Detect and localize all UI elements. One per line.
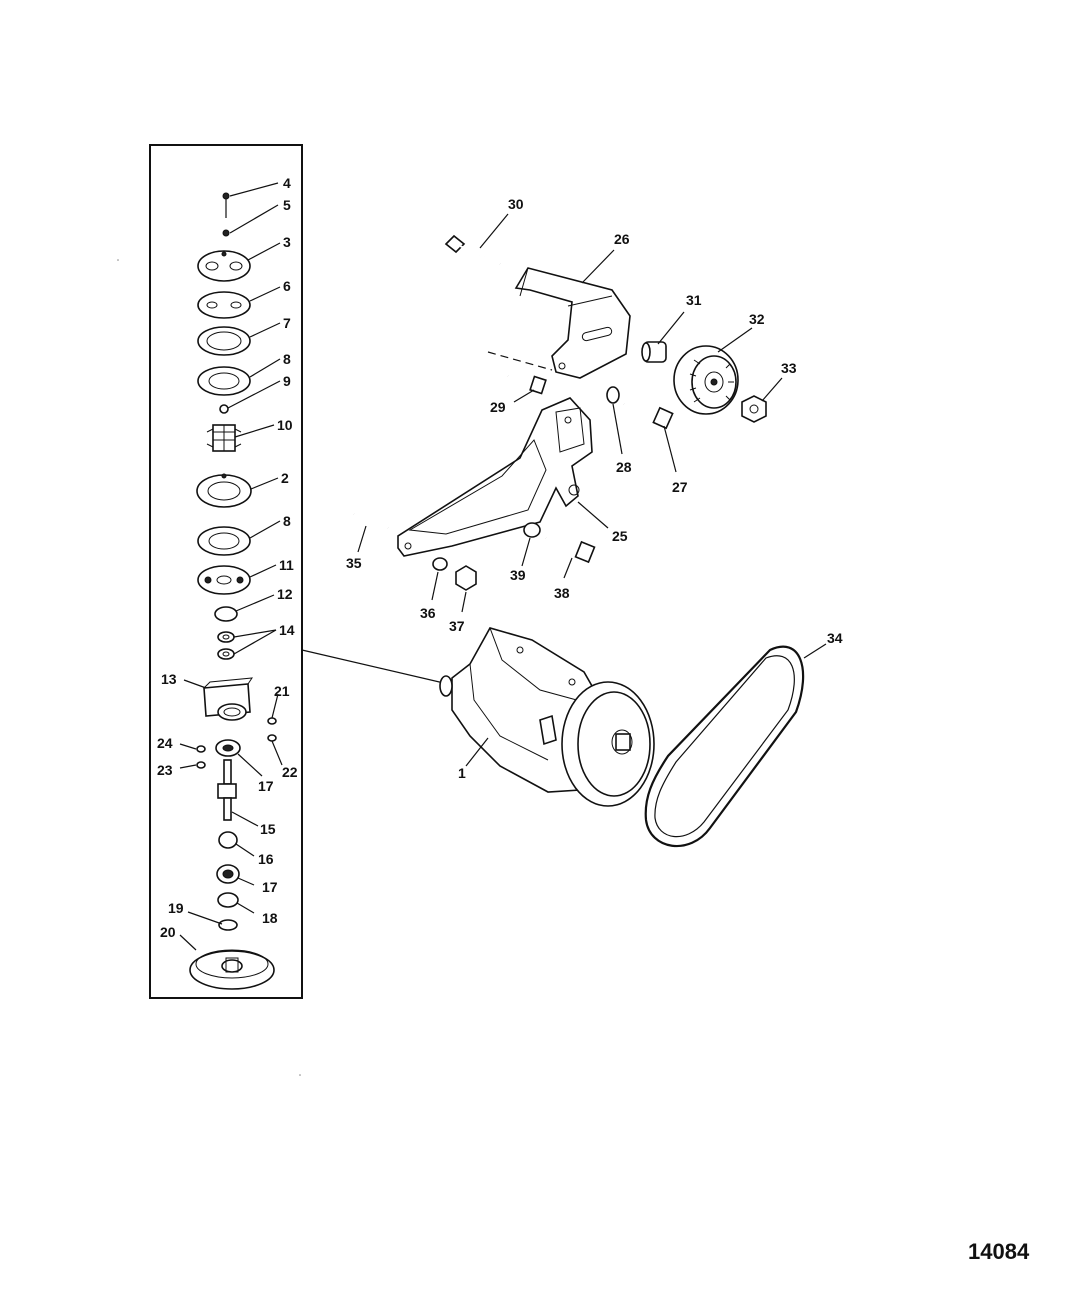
callout-23: 23 (157, 762, 173, 778)
part-8-gasket-lower (197, 526, 251, 556)
part-29-bolt (507, 374, 547, 395)
callout-3: 3 (283, 234, 291, 250)
part-23-nut (196, 761, 206, 769)
part-37-nut (455, 565, 477, 591)
part-11-wear-plate (197, 565, 251, 595)
callout-36: 36 (420, 605, 436, 621)
callout-6: 6 (283, 278, 291, 294)
panel-connector-line (301, 649, 449, 685)
part-38-bolt (545, 535, 596, 564)
callout-2: 2 (281, 470, 289, 486)
callout-17-lower: 17 (262, 879, 278, 895)
part-18-snap-ring (217, 892, 239, 908)
callout-38: 38 (554, 585, 570, 601)
part-22-nut (267, 734, 277, 742)
part-31-spacer (641, 341, 667, 363)
callout-8-lower: 8 (283, 513, 291, 529)
part-21-nut (267, 717, 277, 725)
callout-34: 34 (827, 630, 843, 646)
part-1-sea-water-pump (439, 627, 655, 807)
callout-4: 4 (283, 175, 291, 191)
part-13-bearing-housing (203, 677, 253, 721)
callout-14: 14 (279, 622, 295, 638)
callout-33: 33 (781, 360, 797, 376)
callout-27: 27 (672, 479, 688, 495)
callout-31: 31 (686, 292, 702, 308)
bracket-dash-line (487, 351, 553, 371)
part-14-seals (217, 631, 235, 660)
part-2-pump-housing (196, 473, 252, 508)
figure-number: 14084 (968, 1239, 1030, 1264)
left-leader-lines (179, 182, 283, 951)
callout-labels: 4 5 3 6 7 8 9 10 2 8 11 12 14 13 21 24 2… (157, 175, 843, 940)
part-15-shaft (217, 759, 237, 821)
callout-32: 32 (749, 311, 765, 327)
part-28-washer (606, 386, 620, 404)
callout-30: 30 (508, 196, 524, 212)
callout-5: 5 (283, 197, 291, 213)
callout-25: 25 (612, 528, 628, 544)
callout-22: 22 (282, 764, 298, 780)
part-20-pulley (189, 949, 275, 990)
part-8-gasket-upper (197, 366, 251, 396)
part-19-washer (218, 919, 238, 931)
part-5-washer (222, 229, 230, 237)
part-34-drive-belt (644, 645, 805, 848)
part-27-bolt (622, 401, 674, 430)
callout-39: 39 (510, 567, 526, 583)
callout-35: 35 (346, 555, 362, 571)
part-36-washer (432, 557, 448, 571)
callout-13: 13 (161, 671, 177, 687)
callout-24: 24 (157, 735, 173, 751)
part-35-stud (353, 512, 389, 530)
part-33-nut (741, 395, 767, 423)
part-16-spacer (218, 831, 238, 849)
part-6-gasket (197, 291, 251, 319)
callout-20: 20 (160, 924, 176, 940)
callout-1: 1 (458, 765, 466, 781)
callout-8-upper: 8 (283, 351, 291, 367)
part-12-o-ring (214, 606, 238, 622)
callout-11: 11 (279, 557, 294, 573)
callout-26: 26 (614, 231, 630, 247)
part-32-idler-pulley (673, 345, 739, 415)
part-4-screw (222, 192, 230, 218)
callout-9: 9 (283, 373, 291, 389)
part-24-washer (196, 745, 206, 753)
right-leader-lines (357, 213, 827, 767)
part-25-mounting-bracket (397, 397, 593, 557)
scan-speck (299, 1074, 301, 1076)
part-3-cover-plate (197, 250, 251, 282)
callout-29: 29 (490, 399, 506, 415)
scan-speck (117, 259, 119, 261)
part-26-bracket (514, 267, 631, 379)
callout-37: 37 (449, 618, 465, 634)
part-17-bearing-lower (216, 864, 240, 884)
exploded-view-panel (149, 144, 303, 999)
part-17-bearing-upper (215, 739, 241, 757)
part-39-washer (523, 522, 541, 538)
part-7-plate (197, 326, 251, 356)
callout-28: 28 (616, 459, 632, 475)
callout-18: 18 (262, 910, 278, 926)
callout-12: 12 (277, 586, 293, 602)
callout-19: 19 (168, 900, 184, 916)
part-10-impeller (206, 424, 242, 452)
part-30-bolt (444, 234, 501, 265)
callout-17-upper: 17 (258, 778, 274, 794)
part-9-ball (219, 404, 229, 414)
callout-15: 15 (260, 821, 276, 837)
callout-21: 21 (274, 683, 290, 699)
callout-10: 10 (277, 417, 293, 433)
callout-16: 16 (258, 851, 274, 867)
callout-7: 7 (283, 315, 291, 331)
